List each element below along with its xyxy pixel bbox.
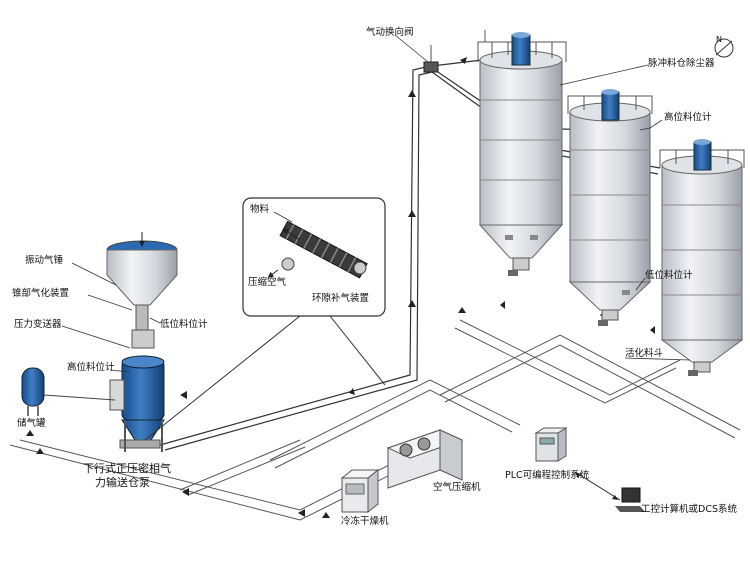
label-high-level-left: 高位料位计 — [67, 361, 115, 373]
feed-hopper — [106, 232, 178, 331]
label-air-tank: 储气罐 — [17, 417, 46, 429]
label-pressure-transmitter: 压力变送器 — [14, 318, 62, 330]
svg-text:N: N — [716, 35, 722, 44]
floor-arrows — [24, 301, 655, 518]
plc-cabinet — [534, 427, 568, 462]
freeze-dryer — [340, 468, 380, 514]
silo-2 — [567, 89, 653, 326]
label-compressed-air-inset: 压缩空气 — [248, 276, 287, 288]
label-vibrator: 振动气锤 — [25, 254, 64, 266]
labels: 气动换向阀 脉冲料仓除尘器 高位料位计 低位料位计 活化料斗 物料 压缩空气 环… — [12, 26, 737, 527]
label-activating-hopper: 活化料斗 — [625, 347, 663, 359]
air-compressor — [386, 429, 464, 489]
pneumatic-valve — [423, 45, 439, 73]
label-dust-collector: 脉冲料仓除尘器 — [648, 57, 715, 69]
label-plc: PLC可编程控制系统 — [505, 469, 590, 481]
floor-air-lines — [9, 319, 741, 521]
air-tank — [21, 367, 116, 416]
label-high-level-right: 高位料位计 — [664, 111, 712, 123]
leader-lines — [61, 34, 691, 373]
label-pump-line2: 力输送仓泵 — [95, 475, 150, 489]
label-low-level-left: 低位料位计 — [160, 318, 208, 330]
label-valve: 气动换向阀 — [366, 26, 414, 38]
label-compressor: 空气压缩机 — [433, 481, 481, 493]
pipe-arrows — [349, 57, 467, 395]
label-dryer: 冷冻干燥机 — [341, 515, 389, 527]
compass-icon: N — [714, 35, 734, 58]
label-pump-line1: 下行式正压密相气 — [83, 461, 171, 475]
conveying-pump — [109, 329, 165, 452]
label-dcs: 工控计算机或DCS系统 — [641, 503, 737, 515]
label-low-level-right: 低位料位计 — [645, 269, 693, 281]
label-ring-air: 环隙补气装置 — [312, 292, 369, 304]
silo-1 — [477, 30, 567, 276]
label-material: 物料 — [250, 203, 270, 215]
inset-box — [144, 197, 386, 441]
label-cone-aeration: 锥部气化装置 — [12, 287, 69, 299]
computer — [574, 471, 645, 512]
silo-3 — [659, 139, 745, 376]
